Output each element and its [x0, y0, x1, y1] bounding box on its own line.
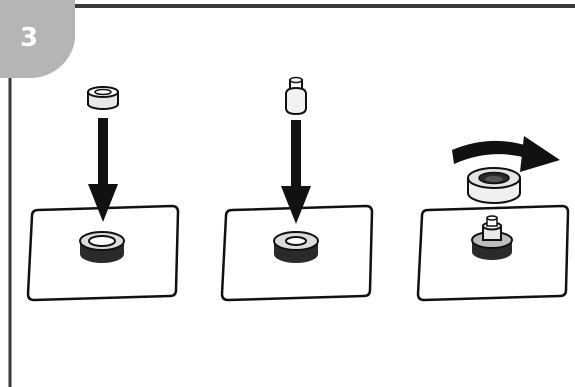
stud-piece — [285, 76, 307, 116]
washer-piece — [87, 86, 119, 110]
illustration-twist-cap — [416, 136, 570, 302]
down-arrow-2 — [281, 120, 311, 224]
cap-piece — [467, 167, 521, 204]
step-badge: 3 — [0, 0, 75, 79]
socket-1 — [79, 231, 125, 263]
rotate-arrow-icon — [452, 136, 560, 172]
socket-2 — [273, 231, 319, 263]
mounted-stud — [471, 215, 513, 260]
illustration-insert-stud — [220, 76, 374, 302]
down-arrow-1 — [88, 118, 118, 222]
step-number: 3 — [20, 23, 38, 53]
illustration-insert-washer — [26, 86, 180, 302]
